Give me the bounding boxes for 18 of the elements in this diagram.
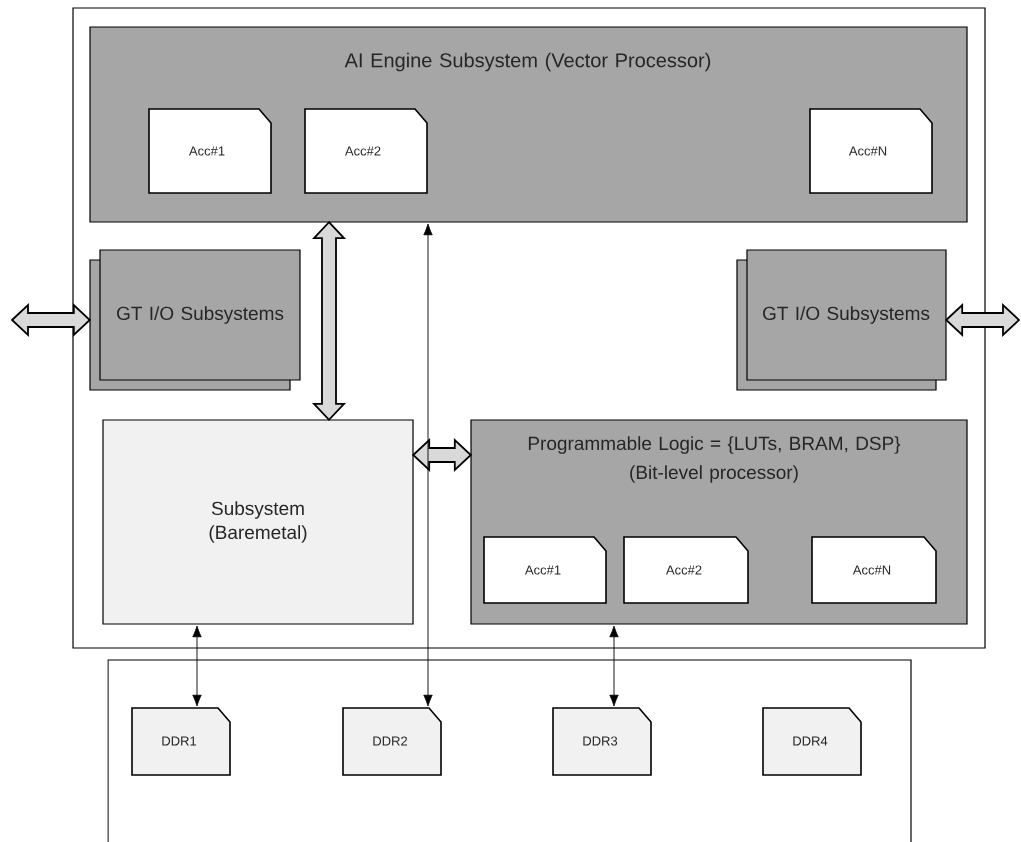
arrow: [192, 625, 202, 707]
accelerator-block: Acc#N: [809, 108, 933, 194]
accelerator-block: Acc#1: [148, 108, 272, 194]
arrow: [609, 625, 619, 707]
memory-block: DDR2: [342, 707, 442, 776]
accelerator-block: Acc#2: [623, 536, 749, 604]
accelerator-block: Acc#2: [304, 108, 428, 194]
processor-subsystem-box: Subsystem (Baremetal): [102, 419, 414, 625]
device-frame: [72, 7, 986, 649]
accelerator-block: Acc#1: [483, 536, 607, 604]
accelerator-block: Acc#N: [811, 536, 937, 604]
arrow: [423, 223, 433, 707]
memory-block: DDR3: [552, 707, 652, 776]
memory-block: DDR4: [762, 707, 862, 776]
memory-panel: [107, 659, 912, 842]
io-subsystem-stack: GT I/O Subsystems: [89, 249, 301, 391]
io-subsystem-stack: GT I/O Subsystems: [736, 249, 947, 391]
memory-block: DDR1: [131, 707, 231, 776]
